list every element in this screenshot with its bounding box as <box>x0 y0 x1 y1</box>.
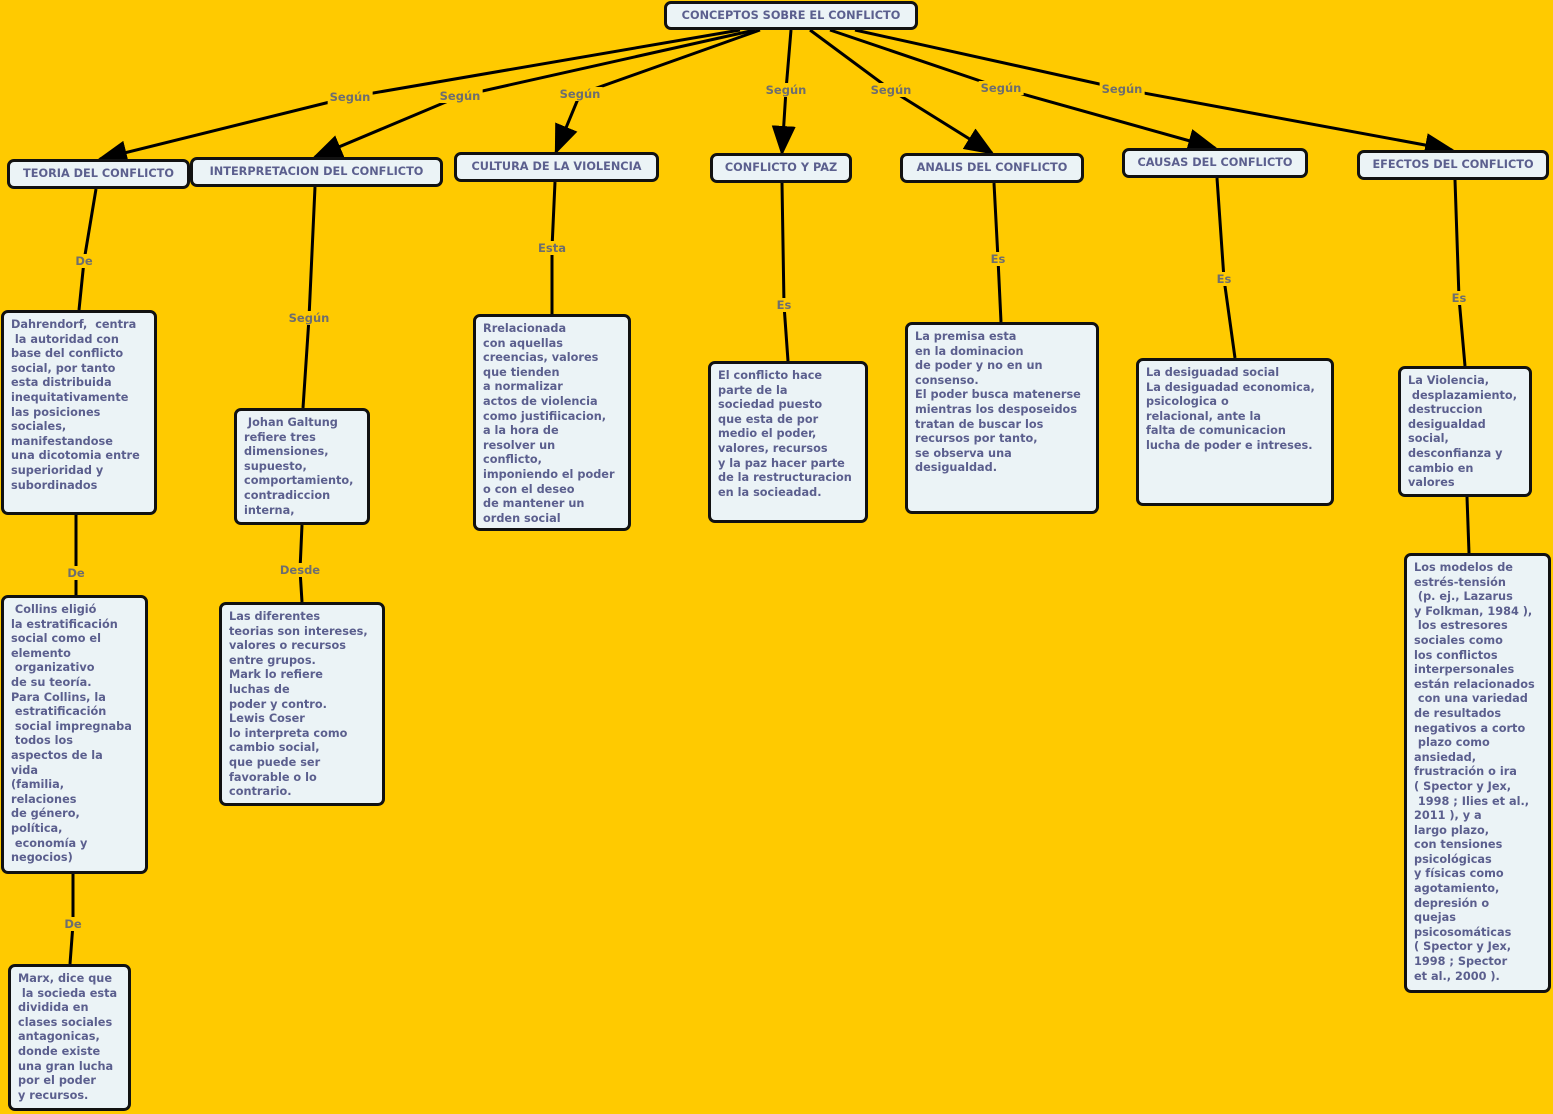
link-label-es: Es <box>1449 291 1469 305</box>
link-label-segun: Según <box>978 81 1024 95</box>
link-label-esta: Esta <box>536 241 568 255</box>
connector-line <box>77 188 98 311</box>
concept-analis-del-conflicto[interactable]: ANALIS DEL CONFLICTO <box>900 153 1084 183</box>
concept-collins[interactable]: Collins eligió la estratificación social… <box>1 595 148 874</box>
connector-line <box>97 28 741 165</box>
connector-line <box>1465 496 1471 554</box>
link-label-segun: Según <box>286 311 332 325</box>
concept-premisa-dominacion[interactable]: La premisa esta en la dominacion de pode… <box>905 322 1099 514</box>
root-concept[interactable]: CONCEPTOS SOBRE EL CONFLICTO <box>664 1 918 30</box>
concept-causas-del-conflicto[interactable]: CAUSAS DEL CONFLICTO <box>1122 148 1308 178</box>
concept-conflicto-sociedad[interactable]: El conflicto hace parte de la sociedad p… <box>708 361 868 523</box>
connector-line <box>780 182 790 362</box>
concept-efectos-del-conflicto[interactable]: EFECTOS DEL CONFLICTO <box>1357 150 1549 180</box>
link-label-segun: Según <box>1099 82 1145 96</box>
concept-interpretacion-del-conflicto[interactable]: INTERPRETACION DEL CONFLICTO <box>190 157 443 187</box>
concept-marx[interactable]: Marx, dice que la socieda esta dividida … <box>8 964 131 1111</box>
link-label-de: De <box>62 917 84 931</box>
concept-teoria-del-conflicto[interactable]: TEORIA DEL CONFLICTO <box>7 159 190 189</box>
concept-cultura-relacionada[interactable]: Rrelacionada con aquellas creencias, val… <box>473 314 631 531</box>
concept-diferentes-teorias[interactable]: Las diferentes teorias son intereses, va… <box>219 602 385 806</box>
link-label-es: Es <box>1214 272 1234 286</box>
concept-desigualdad[interactable]: La desiguadad social La desiguadad econo… <box>1136 358 1334 506</box>
link-label-segun: Según <box>437 89 483 103</box>
link-label-segun: Según <box>763 83 809 97</box>
link-label-es: Es <box>988 252 1008 266</box>
connector-line <box>1453 179 1467 367</box>
link-label-segun: Según <box>557 87 603 101</box>
concept-dahrendorf[interactable]: Dahrendorf, centra la autoridad con base… <box>1 310 157 515</box>
link-label-segun: Según <box>868 83 914 97</box>
connector-line <box>1215 177 1237 359</box>
link-label-es: Es <box>774 298 794 312</box>
connector-line <box>301 186 317 409</box>
concept-modelos-estres[interactable]: Los modelos de estrés-tensión (p. ej., L… <box>1404 553 1551 993</box>
link-label-de: De <box>73 254 95 268</box>
concept-conflicto-y-paz[interactable]: CONFLICTO Y PAZ <box>710 153 852 183</box>
link-label-de: De <box>65 566 87 580</box>
connector-line <box>312 28 756 159</box>
link-label-desde: Desde <box>277 563 323 577</box>
concept-galtung[interactable]: Johan Galtung refiere tres dimensiones, … <box>234 408 370 525</box>
link-label-segun: Según <box>327 90 373 104</box>
concept-cultura-de-la-violencia[interactable]: CULTURA DE LA VIOLENCIA <box>454 152 659 182</box>
concept-violencia-efectos[interactable]: La Violencia, desplazamiento, destruccio… <box>1398 366 1532 497</box>
